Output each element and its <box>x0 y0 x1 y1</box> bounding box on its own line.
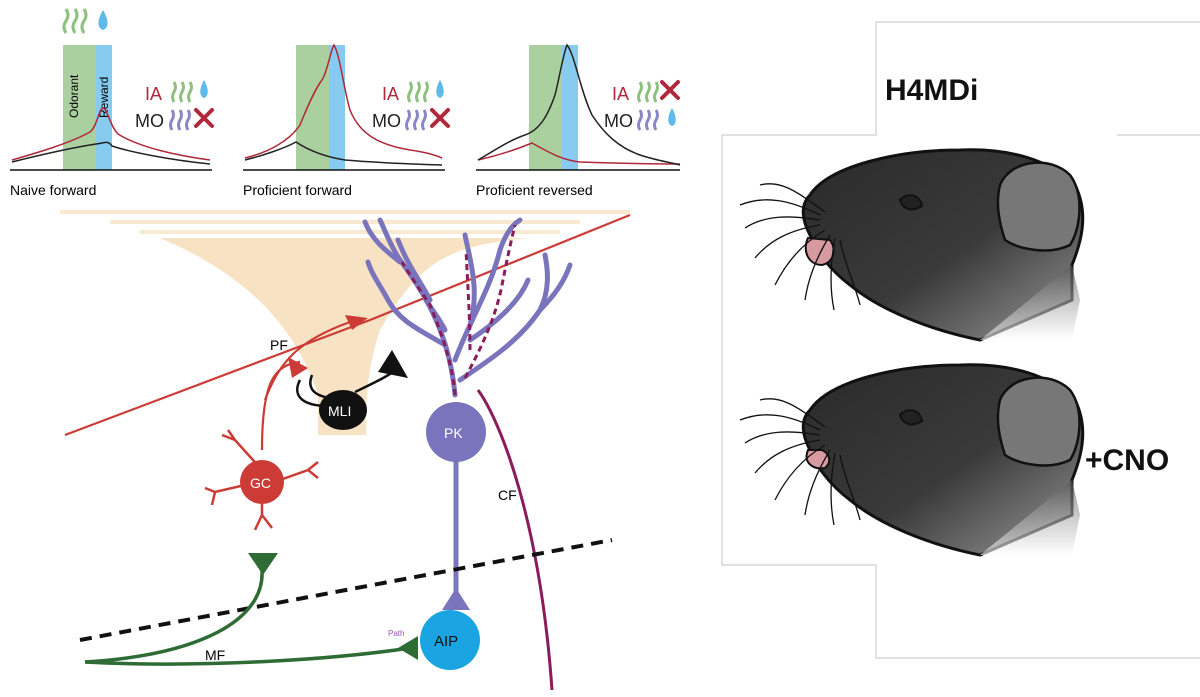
panel-proficient-forward: Proficient forward IA MO <box>243 43 450 198</box>
molecular-layer <box>60 210 630 435</box>
mouse-head-icon <box>739 148 1085 342</box>
cross-icon <box>194 108 214 128</box>
reward-band <box>96 45 112 170</box>
pk-synapse-arrow <box>442 588 470 610</box>
ia-label: IA <box>145 84 162 104</box>
cross-icon <box>430 108 450 128</box>
odorant-band <box>529 45 562 170</box>
mo-label: MO <box>604 111 633 131</box>
ia-trace <box>11 107 211 161</box>
mf-label: MF <box>205 647 225 663</box>
odor-icon <box>62 8 88 34</box>
mossy-fiber <box>84 569 411 666</box>
path-label: Path <box>388 629 404 638</box>
mouse-panel-frame <box>721 21 1200 659</box>
mo-label: MO <box>372 111 401 131</box>
ia-trace <box>477 142 681 165</box>
mo-trace <box>477 43 681 166</box>
water-drop-icon <box>98 10 108 30</box>
pk-soma <box>426 402 486 462</box>
whiskers <box>739 183 861 311</box>
water-drop-icon <box>200 80 208 98</box>
pf-synapse-arrow <box>288 357 308 378</box>
odor-icon <box>171 81 193 103</box>
reward-band <box>562 45 578 170</box>
mouse-head-icon <box>739 363 1085 557</box>
odorant-label: Odorant <box>67 74 81 118</box>
climbing-fiber <box>400 224 554 691</box>
aip-nucleus <box>420 610 480 670</box>
water-drop-icon <box>436 80 444 98</box>
mo-label: MO <box>135 111 164 131</box>
ia-label: IA <box>612 84 629 104</box>
mli-soma <box>319 390 367 430</box>
mouse-panel-title: H4MDi <box>885 74 978 107</box>
water-drop-icon <box>668 108 676 126</box>
cerebellar-boundary <box>79 538 613 642</box>
odor-icon <box>405 109 427 131</box>
odor-icon <box>407 81 429 103</box>
panel-naive-forward: Odorant Reward Naive forward IA MO <box>10 8 214 198</box>
reward-band <box>329 45 345 170</box>
pf-synapse-arrow <box>345 315 368 330</box>
odor-icon <box>637 81 659 103</box>
pf-label: PF <box>270 337 288 353</box>
ia-label: IA <box>382 84 399 104</box>
gc-label: GC <box>250 475 271 491</box>
odor-icon <box>169 109 191 131</box>
panel-caption: Proficient forward <box>243 182 352 198</box>
mo-trace <box>11 141 211 165</box>
mf-synapse-arrow <box>398 636 418 660</box>
pk-label: PK <box>444 425 463 441</box>
aip-label: AIP <box>434 633 458 650</box>
mf-synapse-arrow <box>248 553 278 575</box>
mo-trace <box>244 141 443 166</box>
mouse-condition-label: +CNO <box>1085 444 1169 477</box>
gc-soma <box>240 460 284 504</box>
cross-icon <box>660 80 680 100</box>
cf-label: CF <box>498 487 517 503</box>
panel-caption: Naive forward <box>10 182 96 198</box>
reward-label: Reward <box>97 77 111 118</box>
mli-label: MLI <box>328 403 351 419</box>
odor-icon <box>637 109 659 131</box>
ia-trace <box>244 43 443 159</box>
granule-cell <box>204 429 319 531</box>
mli-synapse-arrow <box>378 350 408 378</box>
odorant-band <box>296 45 329 170</box>
panel-caption: Proficient reversed <box>476 182 593 198</box>
whiskers <box>739 398 861 526</box>
panel-proficient-reversed: Proficient reversed IA MO <box>476 43 681 198</box>
